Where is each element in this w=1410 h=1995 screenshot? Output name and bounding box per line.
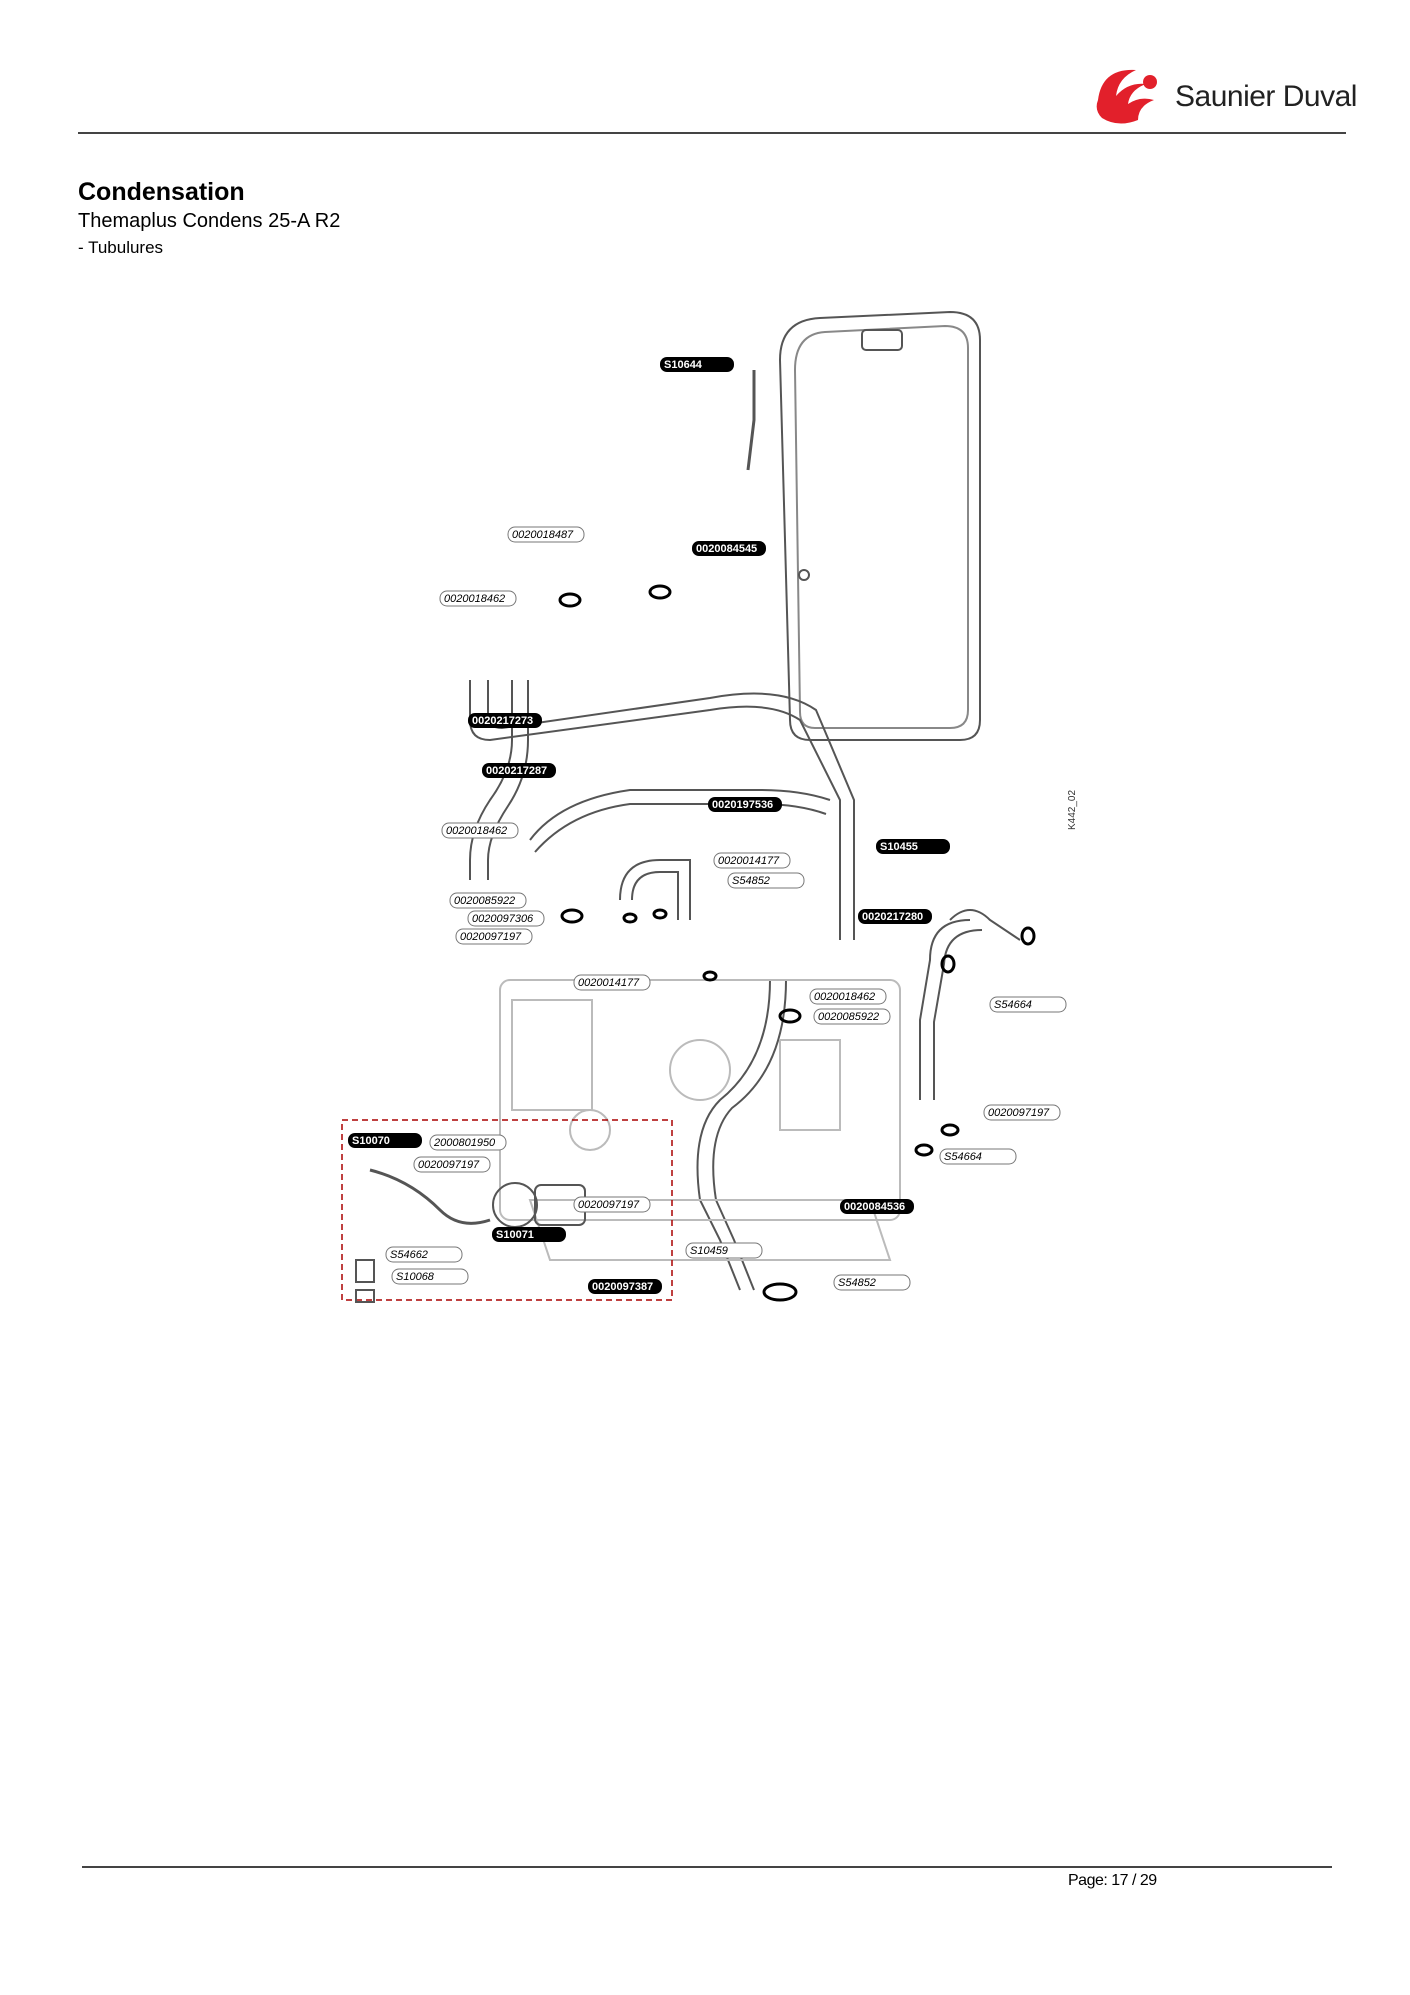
part-label-light: S54664 [939, 1148, 1017, 1165]
part-label-dark: 0020197536 [708, 797, 782, 812]
part-label-light: 0020097197 [413, 1156, 491, 1173]
part-number: 0020097197 [578, 1199, 640, 1211]
part-number: S10455 [880, 841, 918, 853]
svg-text:K442_02: K442_02 [1067, 790, 1078, 830]
part-label-light: S10459 [685, 1242, 763, 1259]
part-labels: S10644 0020084545 0020217273 0020217287 0020… [348, 357, 1067, 1294]
part-number: S54662 [390, 1249, 428, 1261]
part-label-light: 0020014177 [573, 974, 651, 991]
part-label-dark: 0020217280 [858, 909, 932, 924]
saunier-duval-logo [1096, 69, 1157, 124]
part-label-light: S10068 [391, 1268, 469, 1285]
page-subtitle: Themaplus Condens 25-A R2 [78, 210, 341, 232]
pump-detail-box [341, 1119, 673, 1301]
seals [558, 584, 1036, 1302]
part-number: 2000801950 [433, 1137, 496, 1149]
part-label-light: S54852 [727, 872, 805, 889]
part-number: 0020097197 [418, 1159, 480, 1171]
part-number: 0020097197 [988, 1107, 1050, 1119]
part-number: 0020084536 [844, 1201, 905, 1213]
part-label-light: 0020018462 [441, 822, 519, 839]
part-label-dark: S10071 [492, 1227, 566, 1242]
part-number: S54664 [994, 999, 1032, 1011]
parts-diagram: K442_02 [341, 310, 1078, 1303]
part-number: S10459 [690, 1245, 728, 1257]
brand-name: Saunier Duval [1175, 80, 1357, 113]
part-number: 0020084545 [696, 543, 757, 555]
part-label-dark: S10644 [660, 357, 734, 372]
page-title: Condensation [78, 178, 245, 206]
part-number: 0020018462 [444, 593, 505, 605]
part-number: 0020217287 [486, 765, 547, 777]
part-label-dark: 0020084536 [840, 1199, 914, 1214]
part-number: S54852 [838, 1277, 876, 1289]
part-label-dark: S10070 [348, 1133, 422, 1148]
part-number: S10071 [496, 1229, 534, 1241]
part-number: 0020217280 [862, 911, 923, 923]
expansion-vessel [778, 310, 981, 741]
part-number: 0020018462 [814, 991, 875, 1003]
section-label: - Tubulures [78, 238, 164, 257]
part-label-dark: 0020097387 [588, 1279, 662, 1294]
part-number: S10070 [352, 1135, 390, 1147]
part-label-light: S54852 [833, 1274, 911, 1291]
part-label-dark: S10455 [876, 839, 950, 854]
part-label-light: 0020018462 [809, 988, 887, 1005]
part-label-light: S54664 [989, 996, 1067, 1013]
part-number: S54852 [732, 875, 770, 887]
part-number: 0020085922 [454, 895, 515, 907]
part-number: 0020097306 [472, 913, 534, 925]
part-number: S10644 [664, 359, 703, 371]
part-label-dark: 0020084545 [692, 541, 766, 556]
page-number: Page: 17 / 29 [1068, 1872, 1157, 1889]
part-number: 0020217273 [472, 715, 533, 727]
header-divider [78, 132, 1346, 134]
part-number: 0020014177 [718, 855, 780, 867]
part-label-dark: 0020217273 [468, 713, 542, 728]
part-number: S10068 [396, 1271, 435, 1283]
part-label-light: 0020097306 [467, 910, 545, 927]
part-label-light: S54662 [385, 1246, 463, 1263]
part-label-light: 0020085922 [449, 892, 527, 909]
part-label-light: 0020097197 [983, 1104, 1061, 1121]
part-number: 0020197536 [712, 799, 773, 811]
part-label-light: 2000801950 [429, 1134, 507, 1151]
part-number: 0020018462 [446, 825, 507, 837]
part-number: 0020085922 [818, 1011, 879, 1023]
part-label-light: 0020018462 [439, 590, 517, 607]
part-label-light: 0020097197 [455, 928, 533, 945]
part-label-light: 0020097197 [573, 1196, 651, 1213]
part-number: S54664 [944, 1151, 982, 1163]
part-label-light: 0020018487 [507, 526, 585, 543]
part-number: 0020097197 [460, 931, 522, 943]
part-label-dark: 0020217287 [482, 763, 556, 778]
part-label-light: 0020085922 [813, 1008, 891, 1025]
part-number: 0020097387 [592, 1281, 653, 1293]
part-number: 0020018487 [512, 529, 574, 541]
sensor-probe [746, 370, 756, 471]
part-number: 0020014177 [578, 977, 640, 989]
part-label-light: 0020014177 [713, 852, 791, 869]
footer-divider [82, 1866, 1332, 1868]
